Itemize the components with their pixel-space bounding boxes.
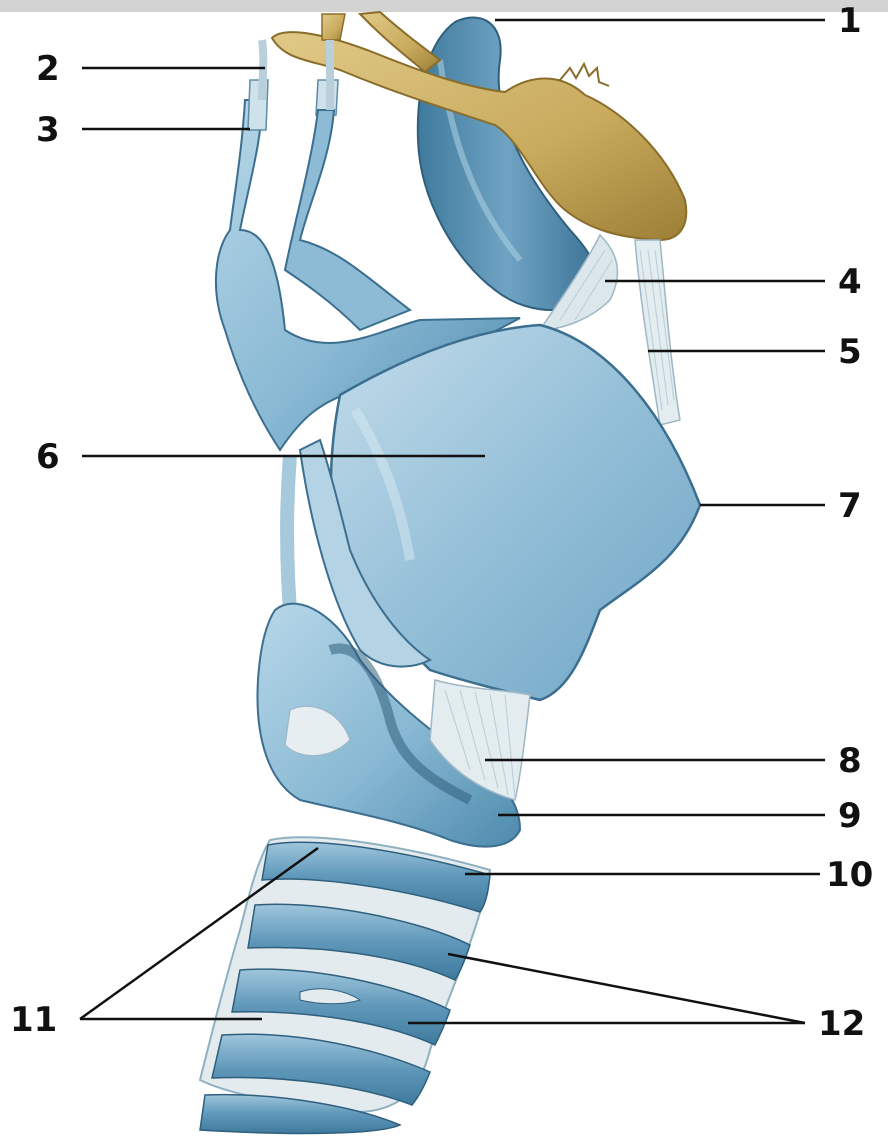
top-frame-strip	[0, 0, 888, 12]
label-1: 1	[838, 1, 862, 41]
hyoid-horn-left	[322, 14, 345, 40]
label-5: 5	[838, 332, 862, 372]
label-10: 10	[826, 855, 873, 895]
label-12: 12	[818, 1004, 865, 1044]
label-7: 7	[838, 486, 862, 526]
lateral-thyrohyoid-band	[285, 110, 410, 330]
leader-line-12a	[448, 954, 805, 1023]
label-2: 2	[36, 49, 60, 89]
label-11: 11	[10, 1000, 57, 1040]
label-6: 6	[36, 437, 60, 477]
hyoid-link-left	[262, 40, 263, 100]
label-9: 9	[838, 796, 862, 836]
label-8: 8	[838, 741, 862, 781]
label-3: 3	[36, 110, 60, 150]
label-4: 4	[838, 262, 862, 302]
